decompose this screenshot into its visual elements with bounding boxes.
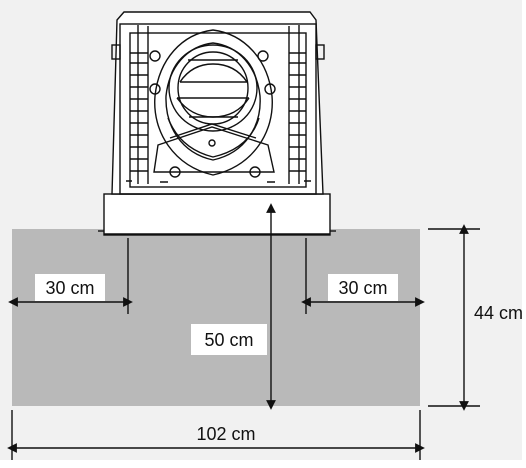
bottom-width-label: 102 cm bbox=[196, 424, 256, 444]
side-height-label: 44 cm bbox=[474, 304, 524, 322]
dimension-lines bbox=[7, 203, 480, 460]
center-height-label: 50 cm bbox=[191, 324, 267, 355]
machine-drawing-icon bbox=[98, 11, 336, 236]
right-clearance-label: 30 cm bbox=[328, 274, 398, 301]
base-block bbox=[12, 229, 420, 406]
left-clearance-label: 30 cm bbox=[35, 274, 105, 301]
